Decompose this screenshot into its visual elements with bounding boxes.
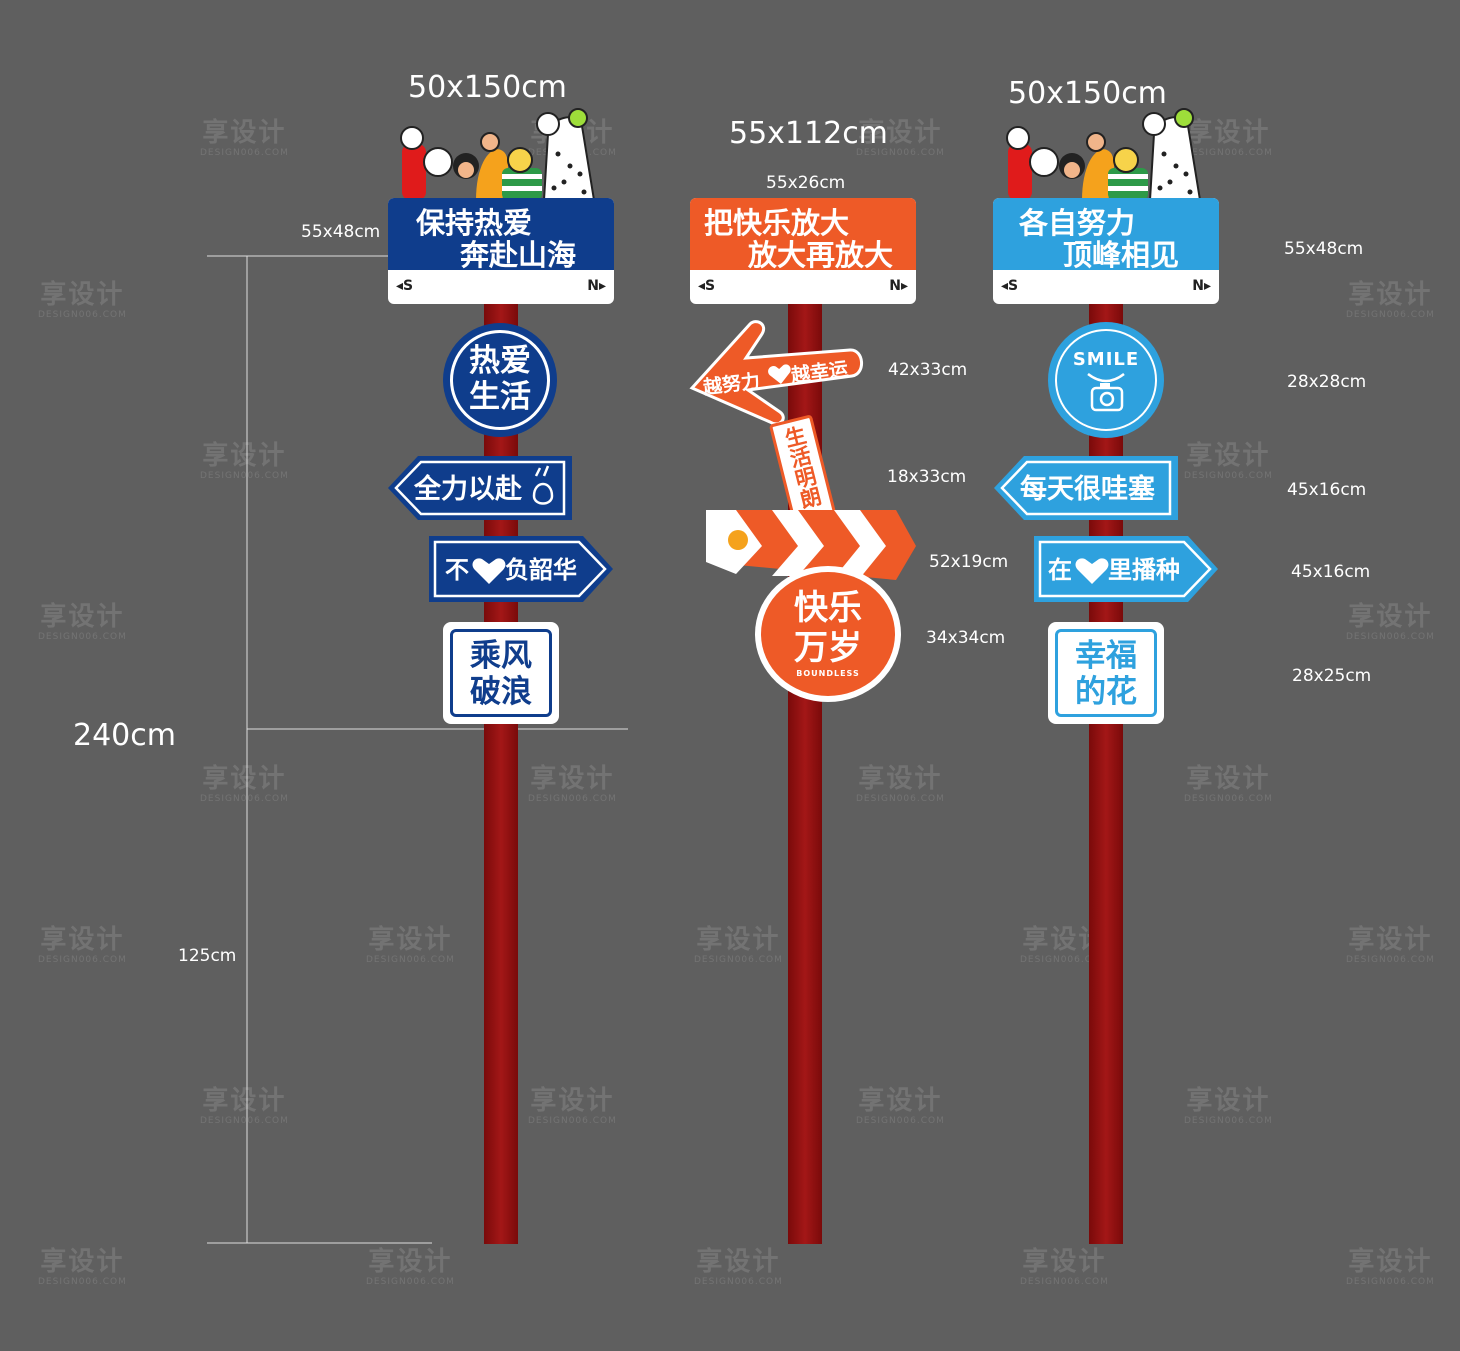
circle-subtext: BOUNDLESS [796, 669, 860, 678]
middle-big-arrow-size: 42x33cm [888, 360, 968, 380]
south-label: ◂S [396, 278, 414, 294]
right-circle-sign: SMILE [1048, 322, 1164, 438]
sign-line-1: 把快乐放大 [704, 206, 850, 240]
right-pole [1089, 300, 1123, 1244]
right-top-sign-size: 55x48cm [1284, 239, 1364, 259]
middle-chevron-size: 52x19cm [929, 552, 1009, 572]
sign-line-2: 放大再放大 [748, 238, 894, 272]
circle-line-2: 生活 [469, 379, 531, 415]
dot-icon [728, 530, 748, 550]
right-arrow-right-sign: 在 里播种 [1034, 536, 1218, 602]
left-circle-sign: 热爱 生活 [443, 323, 557, 437]
sign-line-1: 保持热爱 [416, 206, 533, 240]
middle-circle-size: 34x34cm [926, 628, 1006, 648]
right-arrow-right-size: 45x16cm [1291, 562, 1371, 582]
middle-top-sign-size: 55x26cm [766, 173, 846, 193]
left-top-sign-size: 55x48cm [301, 222, 381, 242]
south-label: ◂S [698, 278, 716, 294]
square-line-1: 幸福 [1075, 638, 1137, 674]
middle-top-sign: 把快乐放大 放大再放大 ◂S N▸ [690, 198, 916, 304]
circle-line-1: 快乐 [794, 588, 862, 628]
arrow-text-b: 里播种 [1108, 556, 1180, 584]
left-overall-size: 50x150cm [408, 70, 567, 105]
left-top-sign: 保持热爱 奔赴山海 ◂S N▸ [388, 198, 614, 304]
middle-vertical-strip-size: 18x33cm [887, 467, 967, 487]
circle-line-1: 热爱 [469, 343, 531, 379]
left-pole [484, 300, 518, 1244]
sign-line-2: 顶峰相见 [1063, 238, 1180, 272]
peace-hand-icon [532, 465, 554, 505]
left-square-sign: 乘风 破浪 [443, 622, 559, 724]
right-cartoon-characters [1006, 108, 1202, 200]
camera-icon [1087, 372, 1125, 412]
arrow-text-b: 负韶华 [505, 556, 577, 584]
lower-height-label: 125cm [178, 946, 237, 966]
circle-line-2: 万岁 [794, 628, 862, 668]
arrow-text: 每天很哇塞 [1020, 473, 1155, 505]
right-arrow-left-size: 45x16cm [1287, 480, 1367, 500]
right-circle-size: 28x28cm [1287, 372, 1367, 392]
right-arrow-left-sign: 每天很哇塞 [994, 456, 1178, 520]
square-line-2: 破浪 [470, 674, 532, 710]
heart-icon [768, 364, 791, 384]
right-square-sign: 幸福 的花 [1048, 622, 1164, 724]
arrow-text-a: 在 [1048, 556, 1072, 584]
sign-band: 保持热爱 奔赴山海 [388, 198, 614, 272]
left-cartoon-characters [400, 108, 596, 200]
sign-band: 各自努力 顶峰相见 [993, 198, 1219, 272]
north-label: N▸ [587, 278, 606, 294]
arrow-text-a: 不 [445, 556, 469, 584]
right-square-size: 28x25cm [1292, 666, 1372, 686]
sign-line-1: 各自努力 [1019, 206, 1136, 240]
square-line-1: 乘风 [470, 638, 532, 674]
north-label: N▸ [1192, 278, 1211, 294]
middle-overall-size: 55x112cm [729, 116, 888, 151]
middle-big-arrow-sign: 越努力 越幸运 [689, 320, 863, 426]
heart-icon [1075, 558, 1109, 584]
sign-line-2: 奔赴山海 [460, 238, 577, 272]
right-top-sign: 各自努力 顶峰相见 ◂S N▸ [993, 198, 1219, 304]
left-arrow-right-sign: 不 负韶华 [429, 536, 613, 602]
right-overall-size: 50x150cm [1008, 76, 1167, 111]
south-label: ◂S [1001, 278, 1019, 294]
heart-icon [472, 558, 506, 584]
arrow-text: 全力以赴 [413, 473, 523, 505]
total-height-label: 240cm [73, 718, 176, 753]
north-label: N▸ [889, 278, 908, 294]
smile-text: SMILE [1072, 349, 1140, 370]
sign-band: 把快乐放大 放大再放大 [690, 198, 916, 272]
middle-chevron-sign [706, 510, 916, 580]
left-arrow-left-sign: 全力以赴 [388, 456, 572, 520]
middle-circle-sign: 快乐 万岁 BOUNDLESS [755, 566, 901, 702]
square-line-2: 的花 [1075, 674, 1137, 710]
